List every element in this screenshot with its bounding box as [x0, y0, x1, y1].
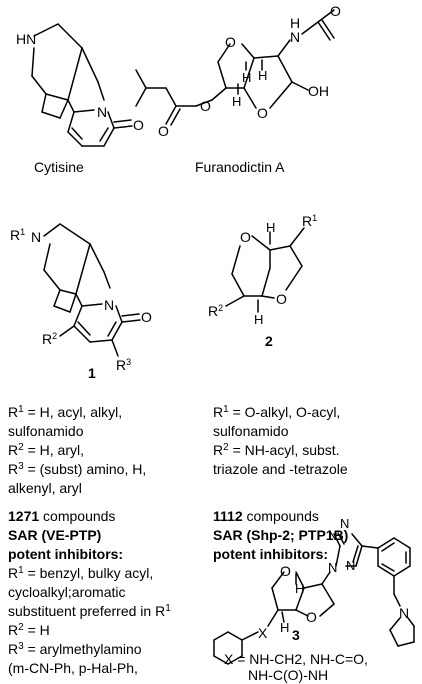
scaffold1-r2: R2	[42, 331, 57, 347]
s2-r2-cont: triazole and -tetrazole	[213, 461, 348, 477]
s1-potent-cont1: cycloalkyl;aromatic	[8, 584, 125, 600]
scaffold1-substituents: R1 = H, acyl, alkyl, sulfonamido R2 = H,…	[8, 404, 146, 496]
c3-n2: N	[328, 528, 337, 543]
furanodictin-o-acetyl: O	[330, 3, 341, 19]
furanodictin-o-carbonyl: O	[158, 123, 169, 139]
scaffold1-o: O	[141, 309, 152, 325]
cytisine-n-label: N	[97, 104, 107, 120]
c3-n3: N	[340, 516, 349, 531]
s1-potent-r2: R2 = H	[8, 622, 50, 638]
s1-potent-r1: R1 = benzyl, bulky acyl,	[8, 565, 153, 581]
scaffold2-o2: O	[276, 291, 287, 307]
s1-potent-cont2: substituent preferred in R1	[8, 603, 171, 619]
scaffold2-r2: R2	[208, 303, 223, 319]
scaffold1-n-ring: N	[104, 297, 114, 313]
scaffold1-number: 1	[88, 365, 96, 381]
s1-r2-line: R2 = H, aryl,	[8, 442, 84, 458]
c3-n-pyrrolidine: N	[399, 605, 409, 621]
c3-n4: N	[346, 558, 355, 573]
compound3-number: 3	[292, 627, 300, 643]
s1-r3-cont: alkenyl, aryl	[8, 480, 82, 496]
furanodictin-o-ring1: O	[225, 34, 236, 50]
furanodictin-h3: H	[258, 68, 267, 83]
scaffold2-r1: R1	[302, 213, 317, 229]
scaffold2-number: 2	[265, 333, 273, 349]
furanodictin-n-label: N	[290, 29, 300, 45]
scaffold2-h1: H	[266, 220, 275, 235]
scaffold1-n-amine: N	[31, 229, 41, 245]
c3-x: X	[258, 625, 268, 641]
s1-potent: potent inhibitors:	[8, 546, 123, 562]
c3-h2: H	[280, 620, 289, 635]
furanodictin-h2: H	[232, 94, 241, 109]
c3-o1: O	[280, 563, 291, 579]
x-definition-1: X = NH-CH2, NH-C=O,	[224, 651, 368, 667]
furanodictin-name: Furanodictin A	[195, 159, 285, 175]
furanodictin-o-ring2: O	[257, 105, 268, 121]
furanodictin-oh: OH	[308, 83, 329, 99]
cytisine-name: Cytisine	[34, 159, 84, 175]
furanodictin-structure: O O O O N H O OH H H H	[135, 3, 341, 139]
scaffold2-o1: O	[240, 229, 251, 245]
scaffold1-r3: R3	[116, 357, 131, 373]
x-definition-2: NH-C(O)-NH	[248, 667, 328, 683]
scaffold2-substituents: R1 = O-alkyl, O-acyl, sulfonamido R2 = N…	[213, 404, 348, 477]
c3-n1: N	[328, 560, 337, 575]
scaffold1-sar: 1271 compounds SAR (VE-PTP) potent inhib…	[8, 508, 171, 657]
s2-r1-cont: sulfonamido	[213, 423, 289, 439]
s2-r2-line: R2 = NH-acyl, subst.	[213, 442, 340, 458]
scaffold-2-structure: O O H H R1 R2	[208, 213, 317, 327]
cytisine-structure: HN N O	[16, 23, 144, 147]
c3-h1: H	[295, 581, 304, 596]
furanodictin-o-ester: O	[200, 98, 211, 114]
scaffold1-r1: R1	[10, 227, 25, 243]
cytisine-o-label: O	[133, 117, 144, 133]
compound-3-structure: O O H H X N N N N N	[213, 516, 415, 665]
scaffold2-sar: 1112 compounds SAR (Shp-2; PTP1B) potent…	[213, 508, 348, 562]
furanodictin-nh-h: H	[290, 15, 300, 31]
s2-compounds: 1112 compounds	[213, 508, 319, 524]
c3-o2: O	[306, 609, 317, 625]
cytisine-hn-label: HN	[16, 31, 36, 47]
s1-compounds: 1271 compounds	[8, 508, 115, 524]
s1-r1-cont: sulfonamido	[8, 423, 84, 439]
s2-sar: SAR (Shp-2; PTP1B)	[213, 527, 348, 543]
s2-potent: potent inhibitors:	[213, 546, 328, 562]
s1-r1-line: R1 = H, acyl, alkyl,	[8, 404, 122, 420]
s1-sar: SAR (VE-PTP)	[8, 527, 101, 543]
s1-potent-r3: R3 = arylmethylamino	[8, 641, 142, 657]
s2-r1-line: R1 = O-alkyl, O-acyl,	[213, 404, 340, 420]
furanodictin-h1: H	[242, 70, 251, 85]
scaffold2-h2: H	[254, 312, 263, 327]
s1-potent-cont3: (m-CN-Ph, p-Hal-Ph,	[8, 660, 138, 676]
scaffold-1-structure: R1 N N O R2 R3	[10, 223, 152, 373]
s1-r3-line: R3 = (subst) amino, H,	[8, 461, 146, 477]
